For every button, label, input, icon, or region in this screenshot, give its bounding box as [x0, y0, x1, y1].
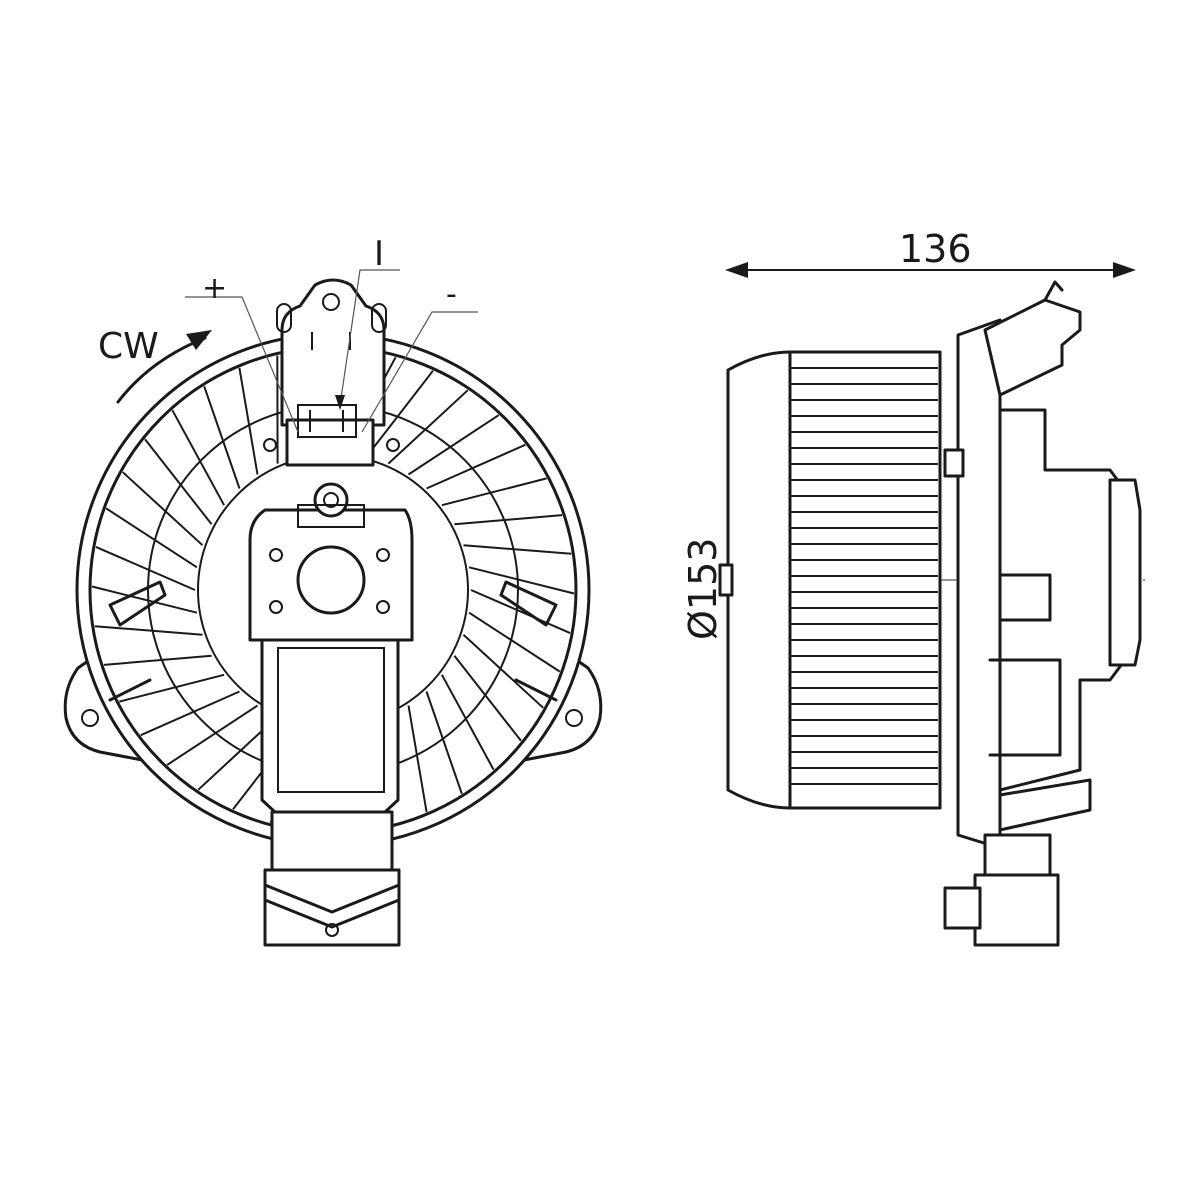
connector-chevrons	[263, 883, 401, 929]
rotation-arrow-head	[186, 330, 212, 350]
fan-blade	[166, 704, 259, 766]
fan-blade	[407, 414, 500, 476]
housing-inner-outline	[277, 647, 385, 793]
side-connector-bracket	[998, 573, 1052, 622]
fan-blade	[119, 673, 225, 703]
width-arrow-left	[725, 262, 748, 278]
screw-3	[269, 600, 283, 614]
rotation-label: CW	[98, 326, 159, 367]
motor-shaft	[296, 545, 366, 615]
side-bottom-connector	[973, 873, 1060, 947]
fan-blade	[122, 471, 204, 546]
fan-blade	[453, 655, 522, 742]
fan-blade	[103, 654, 212, 666]
mounting-plate	[956, 318, 1002, 850]
bracket-hole	[322, 293, 340, 311]
width-label: 136	[899, 227, 972, 271]
side-view: 136 Ø153	[681, 227, 1145, 947]
right-inner-clip	[499, 580, 558, 627]
side-connector-tab	[943, 886, 982, 930]
fan-blade	[105, 507, 198, 569]
fan-fins	[790, 367, 938, 785]
shaft-stub	[718, 563, 734, 597]
front-view: CW + I -	[63, 234, 603, 947]
hub-bolt-plate	[297, 504, 365, 528]
left-inner-clip	[108, 580, 167, 627]
signal-arrow-head	[335, 395, 345, 410]
connector-pins	[309, 410, 344, 432]
diameter-label: Ø153	[681, 538, 725, 640]
signal-label: I	[374, 234, 384, 274]
bottom-screw	[325, 923, 339, 937]
side-top-bracket	[983, 298, 1082, 397]
fan-blade	[441, 477, 547, 507]
connector-body	[285, 418, 375, 467]
width-arrow-right	[1113, 262, 1136, 278]
fan-blade	[387, 389, 469, 465]
motor-housing-lower	[260, 638, 400, 814]
fan-blade	[463, 544, 572, 555]
plus-leader	[185, 296, 299, 433]
fan-blade	[470, 589, 571, 635]
fan-blade	[171, 409, 225, 506]
bracket-right-tab	[371, 303, 387, 333]
right-lower-clip	[514, 678, 558, 702]
fan-blade	[468, 611, 561, 673]
fan-blade	[468, 566, 575, 595]
fan-wheel-side	[726, 350, 942, 810]
side-lower-housing	[998, 778, 1092, 832]
fan-blade	[238, 367, 259, 475]
fan-blade	[140, 690, 240, 737]
screw-left-top	[263, 438, 277, 452]
hub-bolt-center	[323, 492, 339, 508]
hub-bolt	[313, 482, 349, 518]
fan-blade	[426, 443, 526, 490]
minus-label: -	[446, 277, 457, 312]
screw-2	[376, 548, 390, 562]
connector-plug	[297, 404, 357, 438]
fan-blade	[462, 634, 544, 709]
side-bracket-hook	[1043, 280, 1064, 302]
fan-blade	[95, 545, 196, 591]
minus-leader	[361, 311, 478, 433]
screw-4	[376, 600, 390, 614]
fan-blade	[144, 438, 213, 525]
bottom-connector	[263, 868, 401, 947]
left-lower-clip	[108, 678, 152, 702]
lower-neck	[270, 810, 394, 874]
plate-clip-top	[943, 448, 965, 478]
fan-blade	[203, 385, 241, 489]
fan-blade	[366, 370, 434, 457]
plus-label: +	[202, 271, 227, 306]
fan-blade	[91, 585, 198, 614]
left-lug-hole	[81, 709, 99, 727]
fan-blade	[425, 691, 463, 795]
screw-1	[269, 548, 283, 562]
signal-leader	[339, 269, 400, 406]
motor-cap	[1108, 478, 1142, 667]
fan-blade	[94, 625, 203, 636]
screw-right-top	[386, 438, 400, 452]
fan-blade	[441, 674, 495, 771]
bracket-left-tab	[276, 303, 292, 333]
side-bottom-neck	[983, 833, 1052, 882]
top-bracket	[280, 278, 386, 427]
fan-blade	[407, 705, 428, 813]
side-lower-clip	[988, 658, 1062, 757]
right-lug-hole	[565, 709, 583, 727]
fan-blade	[454, 514, 563, 526]
